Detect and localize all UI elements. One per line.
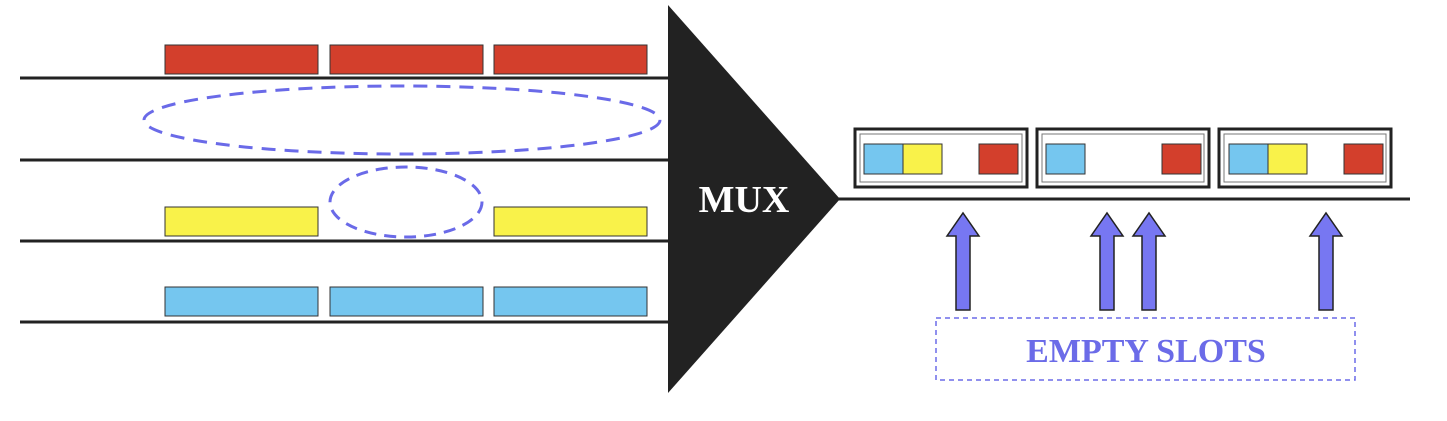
idle-line-ellipse (142, 84, 662, 156)
output-frame-2 (1035, 127, 1211, 189)
input-stream-blue (164, 286, 648, 317)
frame-1-blue-slot (863, 143, 904, 175)
yellow-packet-3 (493, 206, 648, 237)
arrow-up-icon (945, 211, 981, 311)
frame-inner-1 (859, 133, 1023, 183)
red-packet-3 (493, 44, 648, 75)
frame-2-red-slot (1161, 143, 1202, 175)
blue-packet-2 (329, 286, 484, 317)
frame-3-red-slot (1343, 143, 1384, 175)
frame-1-yellow-slot (902, 143, 943, 175)
red-packet-1 (164, 44, 319, 75)
frame-3-yellow-slot (1267, 143, 1308, 175)
yellow-packet-1 (164, 206, 319, 237)
blue-packet-1 (164, 286, 319, 317)
red-packet-2 (329, 44, 484, 75)
output-frame-3 (1217, 127, 1393, 189)
empty-slots-box (935, 317, 1356, 381)
input-stream-yellow (164, 206, 648, 237)
input-stream-red (164, 44, 648, 75)
mux-triangle (668, 5, 840, 393)
input-lines (20, 76, 670, 324)
gap-ellipse (328, 165, 484, 239)
arrow-up-icon (1308, 211, 1344, 311)
frame-inner-2 (1041, 133, 1205, 183)
mux-label: MUX (699, 179, 790, 221)
empty-slots-label: EMPTY SLOTS (1026, 333, 1266, 370)
arrow-up-icon (1089, 211, 1125, 311)
frame-1-red-slot (978, 143, 1019, 175)
arrow-up-icon (1131, 211, 1167, 311)
frame-inner-3 (1223, 133, 1387, 183)
blue-packet-3 (493, 286, 648, 317)
frame-2-blue-slot (1045, 143, 1086, 175)
empty-slot-arrows (945, 211, 1344, 311)
output-frame-1 (853, 127, 1029, 189)
frame-3-blue-slot (1228, 143, 1269, 175)
